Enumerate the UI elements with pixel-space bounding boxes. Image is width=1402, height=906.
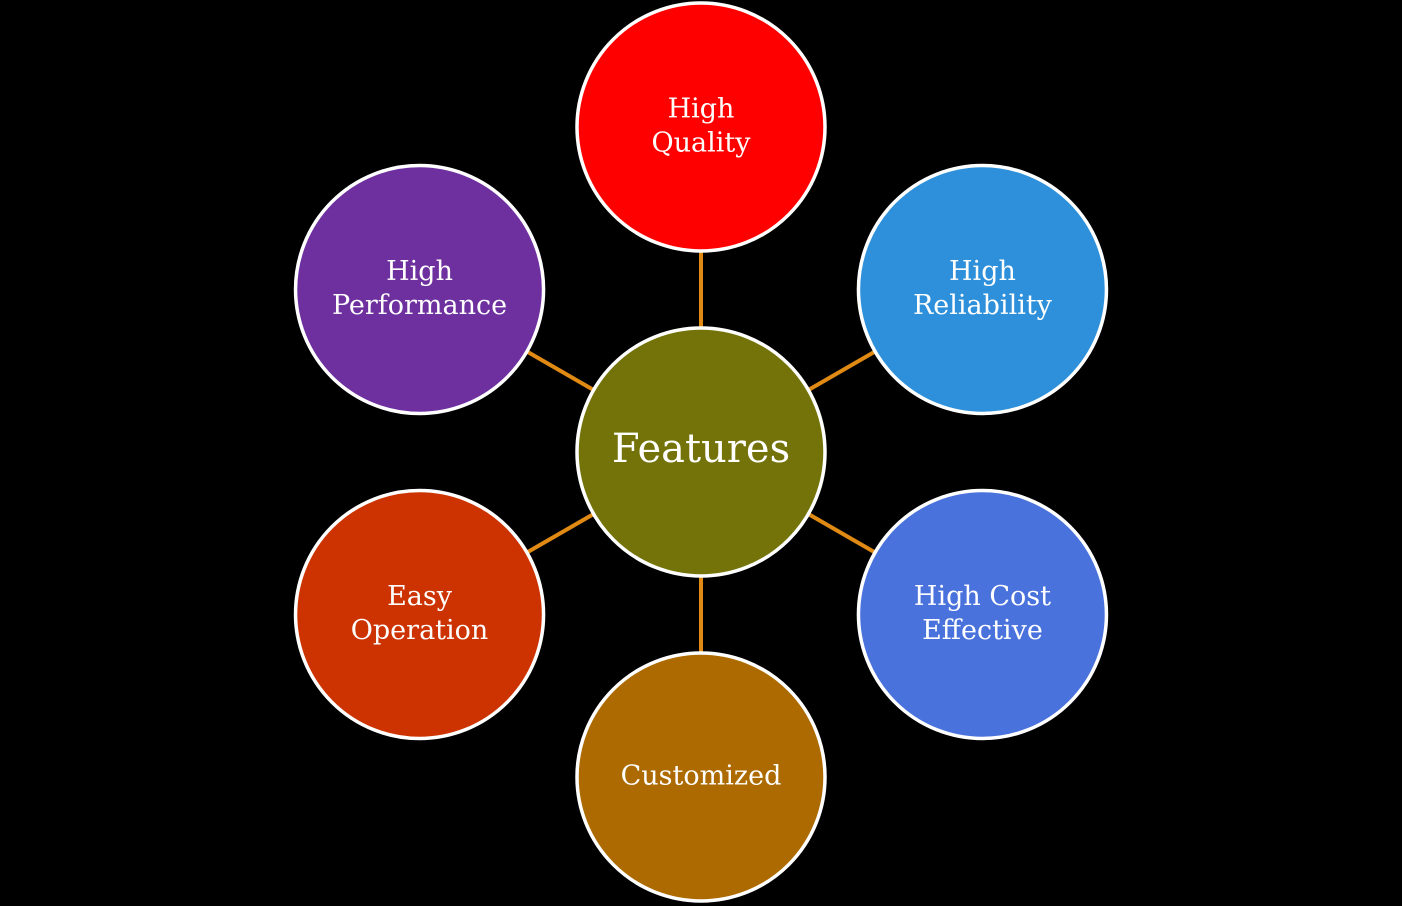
customized-circle bbox=[575, 651, 827, 903]
connector-high-performance bbox=[525, 349, 595, 392]
easy-operation-circle bbox=[293, 488, 546, 741]
connectors bbox=[525, 251, 877, 653]
connector-high-reliability bbox=[807, 349, 877, 392]
high-performance-label: High bbox=[386, 256, 453, 287]
customized-label: Customized bbox=[621, 761, 782, 792]
high-reliability-label: High bbox=[949, 256, 1016, 287]
high-quality-label: Quality bbox=[652, 127, 752, 158]
high-quality-circle bbox=[575, 1, 827, 253]
high-reliability-label: Reliability bbox=[913, 290, 1053, 321]
high-cost-effective-label: High Cost bbox=[914, 581, 1051, 612]
easy-operation-label: Easy bbox=[387, 581, 453, 612]
high-performance-circle bbox=[293, 163, 546, 416]
high-quality-label: High bbox=[668, 94, 735, 125]
node-customized: Customized bbox=[575, 651, 827, 903]
high-performance-label: Performance bbox=[332, 290, 507, 321]
features-label: Features bbox=[612, 426, 790, 472]
high-cost-effective-label: Effective bbox=[922, 615, 1043, 646]
features-circle bbox=[575, 326, 827, 578]
easy-operation-label: Operation bbox=[351, 615, 489, 646]
connector-easy-operation bbox=[525, 512, 595, 555]
connector-high-cost-effective bbox=[807, 512, 877, 555]
high-reliability-circle bbox=[856, 163, 1109, 416]
node-features: Features bbox=[575, 326, 827, 578]
high-cost-effective-circle bbox=[856, 488, 1109, 741]
